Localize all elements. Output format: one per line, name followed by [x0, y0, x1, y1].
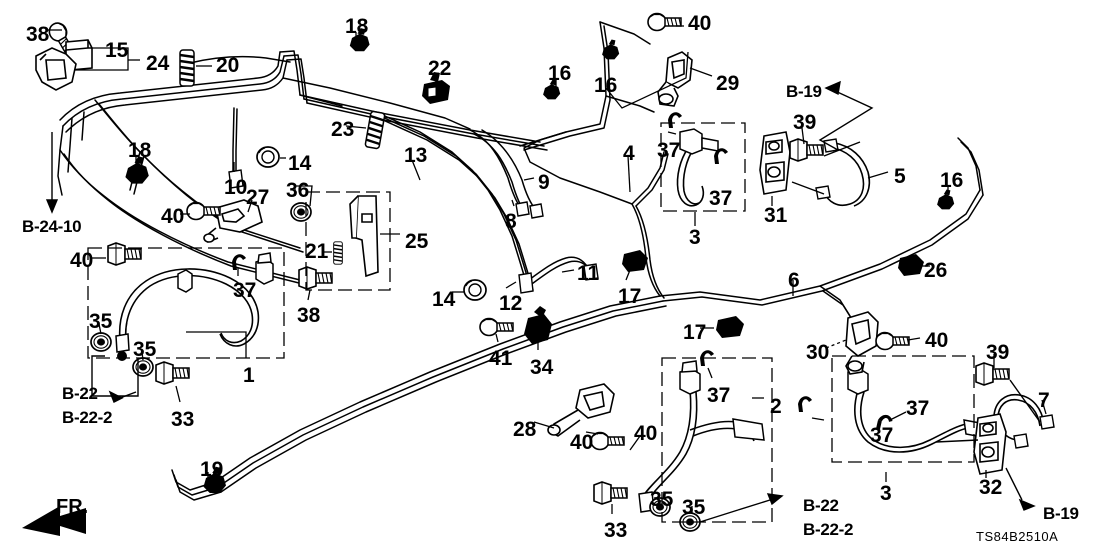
callout-3-b: 3	[880, 482, 892, 505]
callout-28: 28	[513, 418, 537, 441]
callout-24: 24	[146, 52, 170, 75]
callout-17-b: 17	[683, 321, 707, 344]
ref-b-22-a: B-22	[62, 384, 98, 403]
callout-16-c: 16	[940, 169, 964, 192]
ref-b-24-10: B-24-10	[22, 217, 82, 236]
callout-41: 41	[489, 347, 513, 370]
callout-35-a: 35	[89, 310, 113, 333]
callout-37-c: 37	[233, 279, 257, 302]
callout-33-a: 33	[171, 408, 195, 431]
callout-38-b: 38	[297, 304, 321, 327]
callout-18-top: 18	[345, 15, 369, 38]
callout-19: 19	[200, 458, 224, 481]
callout-17-a: 17	[618, 285, 642, 308]
callout-18-left: 18	[128, 139, 152, 162]
callout-1: 1	[243, 364, 255, 387]
callout-40-b: 40	[161, 205, 185, 228]
callout-6: 6	[788, 269, 800, 292]
callout-10: 10	[224, 176, 248, 199]
callout-16-a: 16	[548, 62, 572, 85]
callout-27: 27	[246, 186, 270, 209]
callout-15: 15	[105, 39, 129, 62]
callout-32: 32	[979, 476, 1003, 499]
callout-16-b: 16	[594, 74, 618, 97]
callout-37-a: 37	[657, 139, 681, 162]
callout-9: 9	[538, 171, 550, 194]
ref-b-19-bottom: B-19	[1043, 504, 1079, 523]
callout-39-a: 39	[793, 111, 817, 134]
callout-5: 5	[894, 165, 906, 188]
ref-b-22-b: B-22	[803, 496, 839, 515]
callout-33-b: 33	[604, 519, 628, 542]
callout-13: 13	[404, 144, 428, 167]
callout-29: 29	[716, 72, 740, 95]
callout-38-a: 38	[26, 23, 50, 46]
callout-14-a: 14	[288, 152, 312, 175]
ref-b-19-top: B-19	[786, 82, 822, 101]
callout-39-b: 39	[986, 341, 1010, 364]
callout-30: 30	[806, 341, 830, 364]
callout-23: 23	[331, 118, 355, 141]
callout-21: 21	[305, 240, 329, 263]
callout-12: 12	[499, 292, 523, 315]
callout-31: 31	[764, 204, 788, 227]
callout-37-f: 37	[707, 384, 731, 407]
ref-b-22-2-b: B-22-2	[803, 520, 854, 539]
callout-35-d: 35	[682, 496, 706, 519]
callout-4: 4	[623, 142, 635, 165]
callout-11: 11	[577, 262, 600, 285]
callout-22: 22	[428, 57, 452, 80]
callout-40-c: 40	[70, 249, 94, 272]
callout-37-e: 37	[870, 424, 894, 447]
front-direction-arrow	[22, 506, 86, 536]
diagram-code: TS84B2510A	[976, 529, 1059, 544]
callout-20: 20	[216, 54, 240, 77]
callout-40-e: 40	[570, 431, 594, 454]
callout-40-f: 40	[634, 422, 658, 445]
callout-40-d: 40	[925, 329, 949, 352]
callout-37-b: 37	[709, 187, 733, 210]
callout-40-a: 40	[688, 12, 712, 35]
callout-25: 25	[405, 230, 429, 253]
callout-26: 26	[924, 259, 948, 282]
callout-7: 7	[1038, 389, 1050, 412]
callout-8: 8	[505, 210, 517, 233]
callout-35-c: 35	[650, 488, 674, 511]
callout-34: 34	[530, 356, 554, 379]
callout-3-a: 3	[689, 226, 701, 249]
callout-2: 2	[770, 395, 782, 418]
callout-14-b: 14	[432, 288, 456, 311]
callout-35-b: 35	[133, 338, 157, 361]
callout-37-d: 37	[906, 397, 930, 420]
callout-36: 36	[286, 179, 310, 202]
ref-b-22-2-a: B-22-2	[62, 408, 113, 427]
front-direction-label: FR.	[56, 496, 89, 518]
